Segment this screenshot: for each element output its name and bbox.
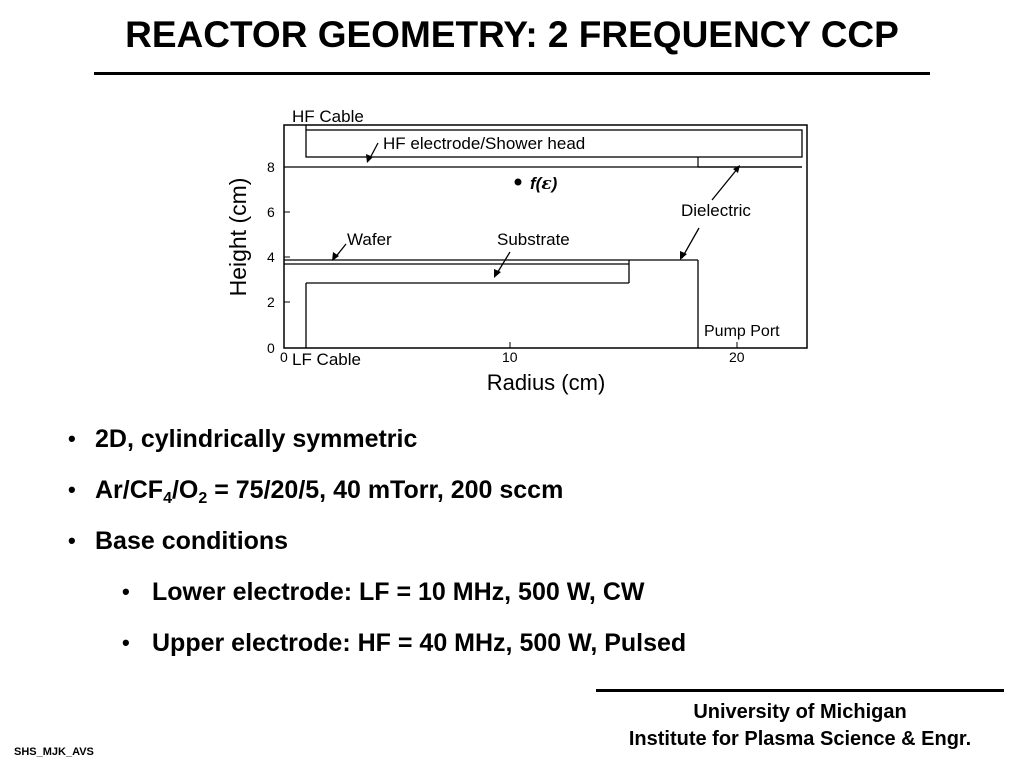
wafer-label: Wafer <box>347 230 392 249</box>
arrow-dielectric-upper <box>711 167 739 201</box>
y-tick-8: 8 <box>267 159 275 175</box>
slide-title: REACTOR GEOMETRY: 2 FREQUENCY CCP <box>125 14 899 55</box>
x-tick-20: 20 <box>729 349 745 365</box>
hf-cable-label: HF Cable <box>292 107 364 126</box>
y-tick-2: 2 <box>267 294 275 310</box>
bullet-text: 2D, cylindrically symmetric <box>95 425 418 453</box>
affiliation-university: University of Michigan <box>693 701 907 723</box>
x-axis-ticks <box>283 342 738 348</box>
hf-electrode-region <box>305 129 803 158</box>
bullet-text: Base conditions <box>95 527 289 555</box>
f-epsilon-marker <box>514 178 522 186</box>
bullet-item: • Ar/CF4/O2 = 75/20/5, 40 mTorr, 200 scc… <box>68 475 968 526</box>
bullet-text: Upper electrode: HF = 40 MHz, 500 W, Pul… <box>152 629 687 657</box>
bullet-marker: • <box>68 528 76 553</box>
y-tick-0: 0 <box>267 340 275 356</box>
substrate-label: Substrate <box>497 230 570 249</box>
bullet-text: Ar/CF4/O2 = 75/20/5, 40 mTorr, 200 sccm <box>95 476 564 507</box>
bullet-marker: • <box>68 477 76 502</box>
footer-rule <box>596 689 1004 692</box>
sub-bullet-item: • Lower electrode: LF = 10 MHz, 500 W, C… <box>68 577 968 628</box>
reactor-outer-boundary <box>283 124 808 349</box>
arrow-heads <box>332 154 740 278</box>
bullet-marker: • <box>122 579 130 604</box>
bullet-item: • Base conditions <box>68 526 968 577</box>
lf-cable-label: LF Cable <box>292 350 361 369</box>
hf-electrode-label: HF electrode/Shower head <box>383 134 585 153</box>
f-epsilon-label: f(ε) <box>530 174 558 194</box>
y-axis-title: Height (cm) <box>225 178 251 297</box>
bullet-marker: • <box>68 426 76 451</box>
x-tick-10: 10 <box>502 349 518 365</box>
slide-code: SHS_MJK_AVS <box>14 746 94 758</box>
bullet-text: Lower electrode: LF = 10 MHz, 500 W, CW <box>152 578 645 606</box>
bullet-item: • 2D, cylindrically symmetric <box>68 424 968 475</box>
bullet-marker: • <box>122 630 130 655</box>
arrow-dielectric-lower <box>681 227 700 259</box>
y-tick-6: 6 <box>267 204 275 220</box>
sub-bullet-item: • Upper electrode: HF = 40 MHz, 500 W, P… <box>68 628 968 679</box>
x-axis-title: Radius (cm) <box>487 370 606 395</box>
y-axis-ticks <box>284 166 290 349</box>
y-tick-4: 4 <box>267 249 275 265</box>
dielectric-label: Dielectric <box>681 201 751 220</box>
x-tick-0: 0 <box>280 349 288 365</box>
pump-port-label: Pump Port <box>704 323 780 340</box>
reactor-geometry-diagram: 8 6 4 2 0 0 10 20 Height (cm) Radius (cm… <box>225 107 808 395</box>
affiliation-institute: Institute for Plasma Science & Engr. <box>628 728 972 750</box>
bullet-list: • 2D, cylindrically symmetric • Ar/CF4/O… <box>68 424 968 679</box>
title-underline <box>94 72 930 75</box>
annotation-arrows <box>333 142 739 276</box>
